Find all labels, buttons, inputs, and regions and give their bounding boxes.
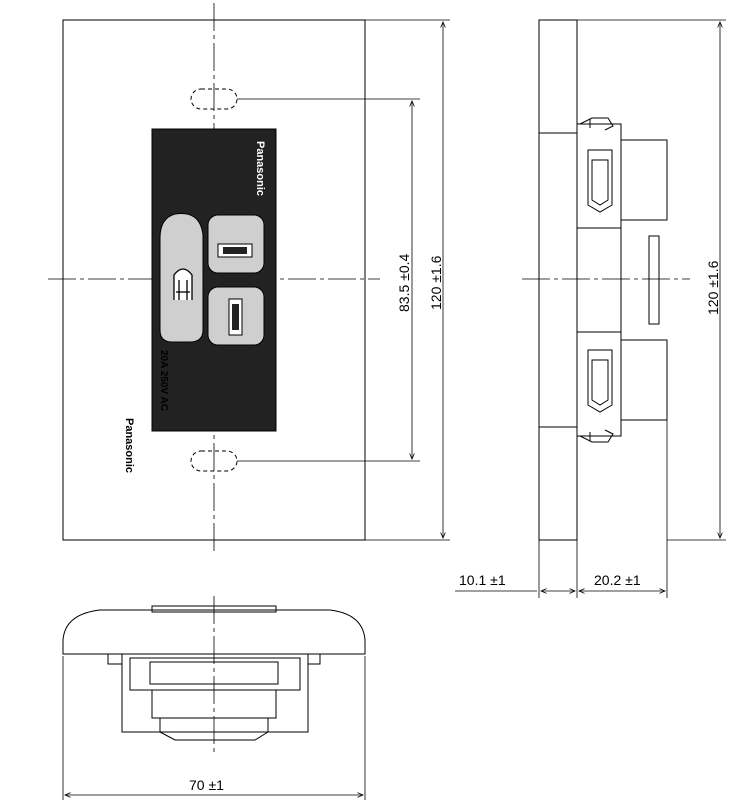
body-depth-label: 20.2 ±1 [594,572,641,588]
mount-pitch-label: 83.5 ±0.4 [396,254,412,312]
module-brand-label: Panasonic [254,141,266,196]
mounting-slot-bottom [190,450,238,472]
rating-label: 20A 250V AC [158,350,169,411]
bottom-view [62,596,366,752]
plate-depth-label: 10.1 ±1 [459,572,506,588]
mounting-slot-top [190,88,238,110]
side-height-label: 120 ±1.6 [705,260,721,315]
plate-brand-label: Panasonic [123,418,135,473]
side-body-upper [576,123,622,229]
width-label: 70 ±1 [189,777,224,793]
side-plate-outline [538,19,578,541]
side-body-middle [576,227,622,333]
front-view [48,3,380,553]
front-dimensions [237,19,450,541]
bottom-dimensions [62,656,366,800]
side-dimensions [455,19,726,598]
side-body-lower [576,331,622,437]
front-height-label: 120 ±1.6 [428,255,444,310]
bottom-plate-outline [62,609,366,655]
side-view [522,19,690,541]
ground-symbol [173,268,193,300]
